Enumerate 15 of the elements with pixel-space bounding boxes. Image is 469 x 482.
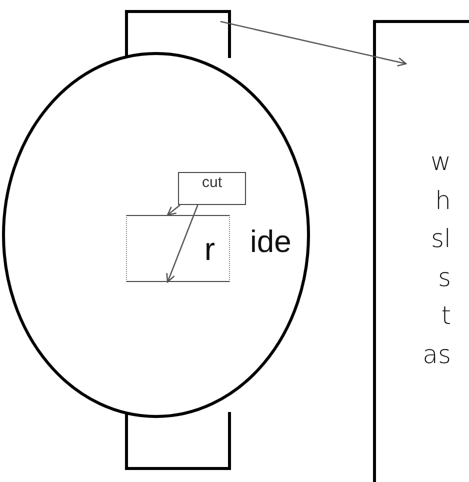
letter-text: sl [431,223,451,255]
box-text: cut [202,174,222,191]
side-panel [373,20,469,482]
dotted-box [126,215,230,282]
letter-text: as [422,338,451,370]
arrow [220,20,407,66]
arrow [166,204,198,283]
letter-text: t [441,300,451,332]
letter-text: w [430,146,451,178]
box-text: r [204,232,215,264]
arrow [166,204,180,216]
label-box [178,172,246,205]
text-label: ide [250,226,292,257]
letter-text: h [435,184,451,216]
letter-text: s [438,262,451,294]
